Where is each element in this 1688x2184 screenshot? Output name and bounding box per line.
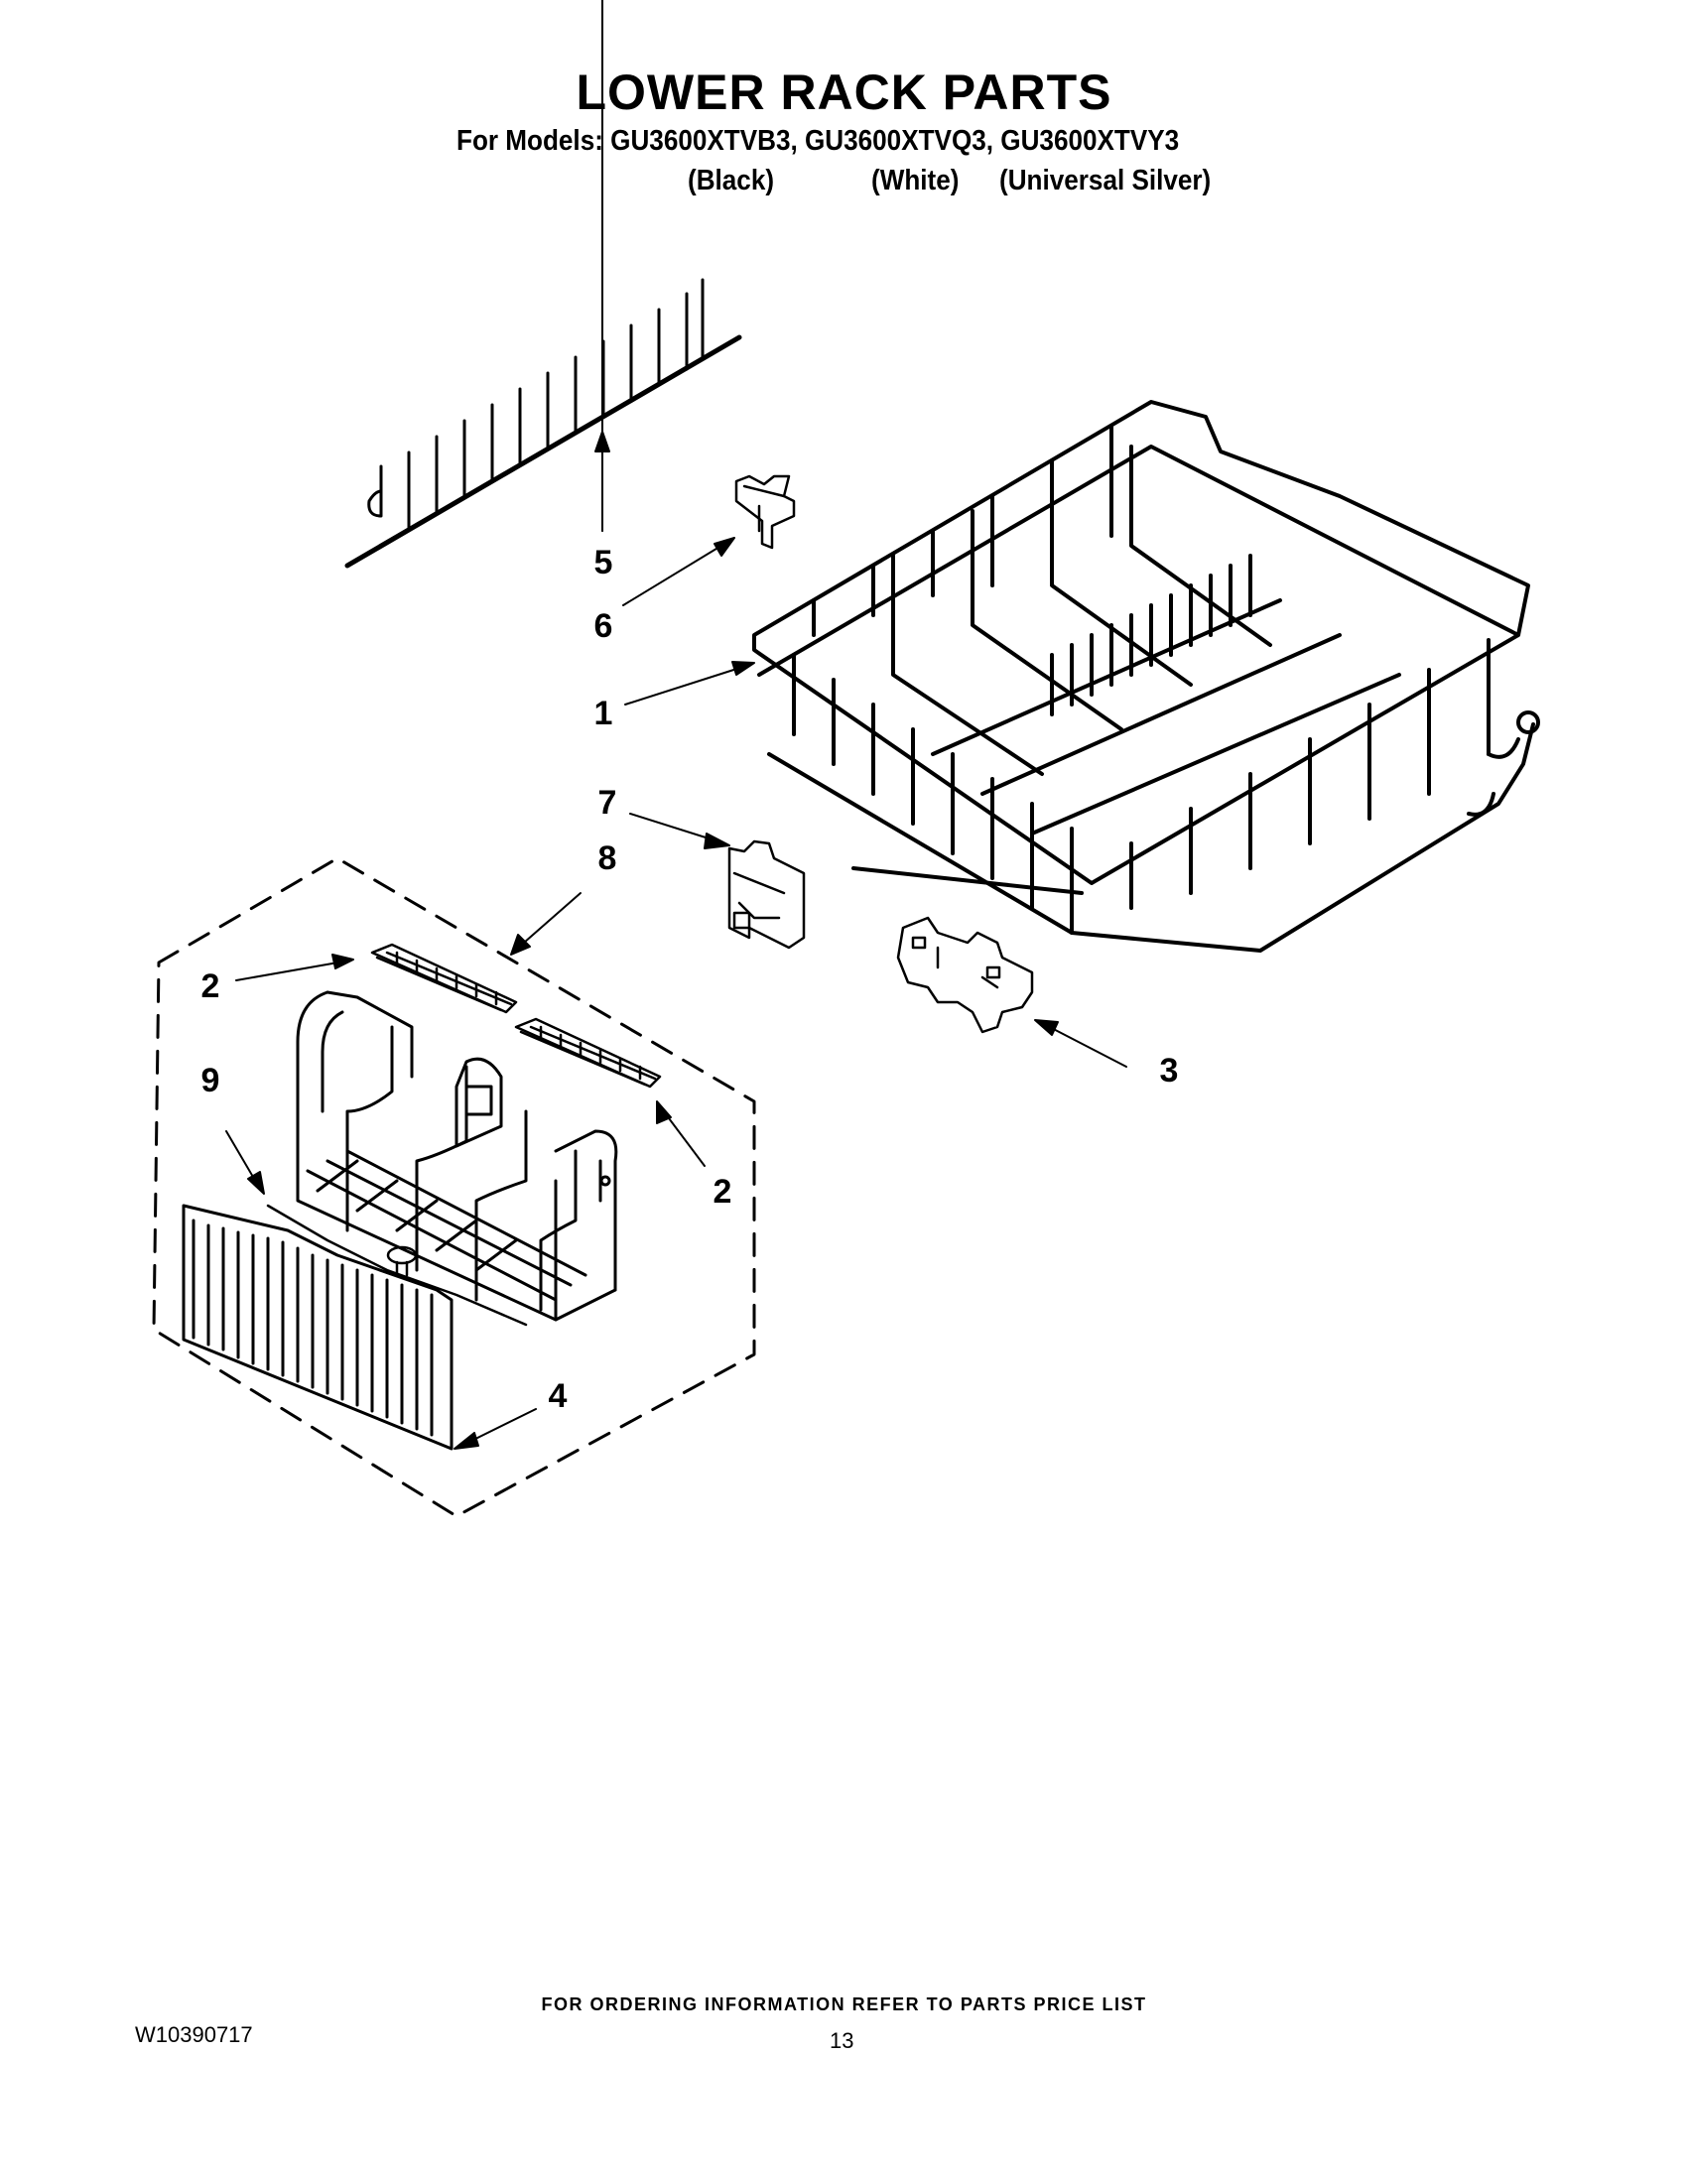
part-8-silverware-basket-group — [152, 856, 756, 1518]
document-number: W10390717 — [135, 2022, 253, 2047]
leader-5 — [594, 0, 610, 532]
leader-4 — [454, 1408, 537, 1450]
part-5-tine-row — [344, 278, 742, 569]
callout-8: 8 — [598, 839, 617, 877]
leader-3 — [1034, 1019, 1127, 1068]
part-7-clip — [727, 839, 806, 950]
leader-arrows — [225, 0, 1127, 1450]
callout-5: 5 — [594, 544, 613, 581]
leader-1 — [624, 661, 755, 706]
ordering-note: FOR ORDERING INFORMATION REFER TO PARTS … — [541, 1994, 1147, 2014]
part-2-lid-left — [370, 943, 518, 1014]
leader-7 — [629, 813, 730, 849]
leader-9 — [225, 1130, 265, 1195]
callout-labels: 5 6 1 7 8 2 9 3 2 4 — [201, 544, 1179, 1415]
color-universal-silver: (Universal Silver) — [999, 165, 1212, 196]
color-black: (Black) — [688, 165, 775, 196]
callout-7: 7 — [598, 784, 617, 822]
part-4-cover-panel — [182, 1204, 454, 1451]
part-9-clip — [266, 1204, 528, 1327]
part-6-clip — [734, 474, 796, 550]
callout-4: 4 — [549, 1377, 568, 1415]
page-title: LOWER RACK PARTS — [576, 64, 1112, 120]
callout-2-right: 2 — [714, 1173, 732, 1211]
leader-6 — [622, 537, 735, 606]
color-white: (White) — [871, 165, 960, 196]
leader-2b — [656, 1100, 706, 1167]
part-2-lid-right — [514, 1017, 662, 1089]
callout-9: 9 — [201, 1062, 220, 1099]
page-number: 13 — [830, 2028, 854, 2053]
part-3-roller-bracket — [896, 916, 1034, 1034]
models-line: For Models: GU3600XTVB3, GU3600XTVQ3, GU… — [456, 125, 1180, 157]
callout-2-left: 2 — [201, 967, 220, 1005]
callout-3: 3 — [1160, 1052, 1179, 1090]
leader-2a — [235, 954, 354, 981]
leader-8 — [510, 892, 582, 956]
part-1-lower-rack — [752, 400, 1540, 953]
callout-1: 1 — [594, 695, 613, 732]
callout-6: 6 — [594, 607, 613, 645]
silverware-basket — [296, 990, 618, 1322]
